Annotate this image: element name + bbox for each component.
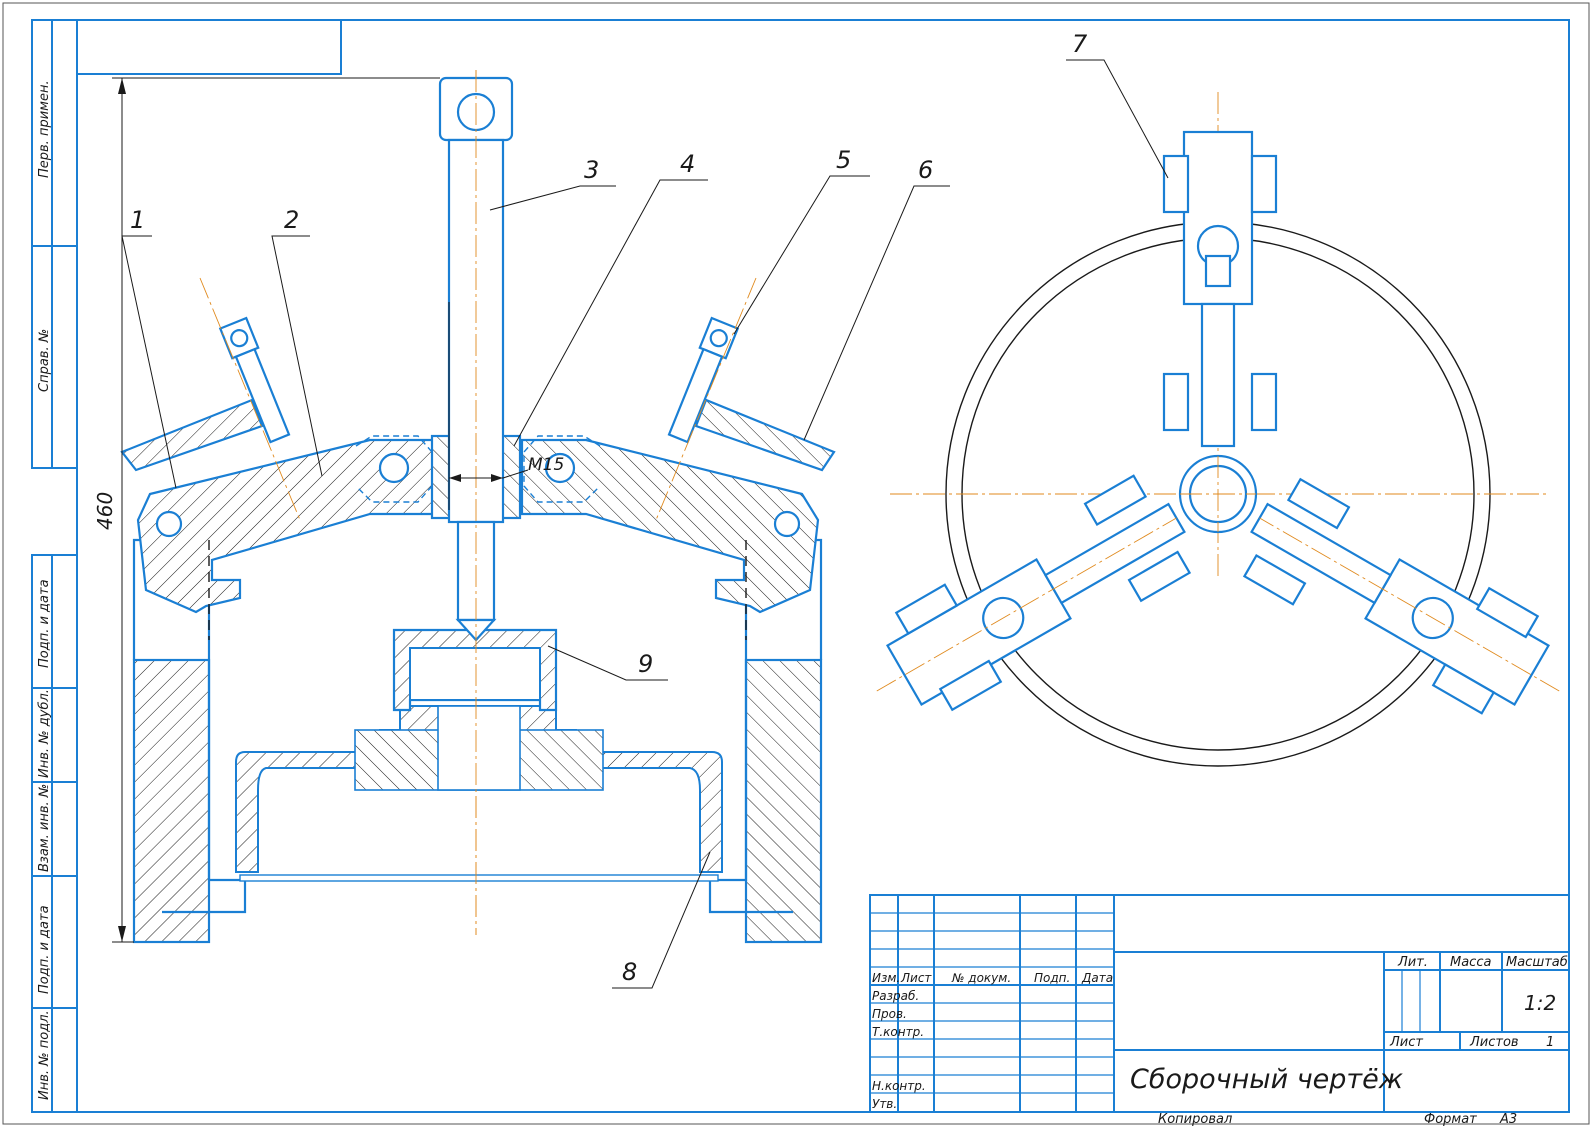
footer-format-label: Формат [1424, 1112, 1477, 1127]
footer-format-value: А3 [1499, 1112, 1517, 1127]
callout-8: 8 [622, 958, 637, 986]
stamp-label-inv-podl: Инв. № подл. [37, 1010, 52, 1100]
tb-sheets-value: 1 [1546, 1035, 1554, 1050]
callout-6: 6 [918, 156, 933, 184]
jaw-part-6-left [120, 398, 264, 472]
tb-lit-label: Лит. [1397, 955, 1428, 970]
tb-sheet-label: Лист [1389, 1035, 1423, 1050]
tb-row-utv: Утв. [872, 1097, 897, 1111]
dimension-thread: M15 [449, 455, 564, 482]
sheet-footer: Копировал Формат А3 [1158, 1112, 1517, 1127]
stamp-label-sprav: Справ. № [37, 329, 52, 392]
stamp-label-perv: Перв. примен. [37, 80, 52, 178]
puller-arm-left [1242, 477, 1560, 715]
bolt-part-5 [667, 316, 740, 444]
callout-7: 7 [1072, 30, 1088, 58]
dimension-height-value: 460 [93, 492, 117, 530]
top-view [876, 92, 1560, 767]
tb-row-prov: Пров. [872, 1007, 907, 1021]
callout-3: 3 [584, 156, 599, 184]
tb-header-doc: № докум. [951, 971, 1011, 985]
callout-2: 2 [284, 206, 299, 234]
tb-header-data: Дата [1081, 971, 1113, 985]
housing-left-wall [132, 658, 211, 944]
puller-arm-right [876, 474, 1192, 712]
tb-sheets-label: Листов [1469, 1035, 1519, 1050]
housing-right-wall [744, 658, 823, 944]
tb-drawing-title: Сборочный чертёж [1130, 1064, 1404, 1095]
tb-mass-label: Масса [1450, 955, 1491, 970]
dimension-height: 460 [93, 77, 440, 943]
puller-arm-top [1162, 130, 1278, 448]
tb-header-izm: Изм. [872, 971, 900, 985]
callout-9: 9 [638, 650, 653, 678]
title-block: Изм. Лист № докум. Подп. Дата Разраб. Пр… [869, 894, 1570, 1113]
tb-row-nkontr: Н.контр. [872, 1079, 926, 1093]
position-callouts: 1 2 3 4 5 6 7 8 9 [121, 30, 1169, 989]
stamp-label-inv-dubl: Инв. № дубл. [37, 689, 52, 778]
callout-4: 4 [680, 150, 695, 178]
stamp-label-podp1: Подп. и дата [37, 579, 52, 668]
callout-5: 5 [836, 146, 851, 174]
dimension-thread-value: M15 [528, 455, 564, 475]
footer-copied: Копировал [1158, 1112, 1232, 1127]
stamp-label-vzam: Взам. инв. № [37, 784, 52, 872]
tb-header-podp: Подп. [1034, 971, 1070, 985]
tb-scale-value: 1:2 [1524, 991, 1556, 1015]
tb-scale-label: Масштаб [1506, 955, 1568, 970]
front-section-view: 460 M15 [93, 70, 836, 944]
stamp-label-podp2: Подп. и дата [37, 905, 52, 994]
tb-row-tkontr: Т.контр. [872, 1025, 924, 1039]
side-stamp: Перв. примен. Справ. № Подп. и дата Инв.… [31, 19, 78, 1113]
tb-header-list: Лист [900, 971, 932, 985]
tb-row-razrab: Разраб. [872, 989, 919, 1003]
callout-1: 1 [130, 206, 145, 234]
jaw-part-6-right [694, 398, 836, 472]
